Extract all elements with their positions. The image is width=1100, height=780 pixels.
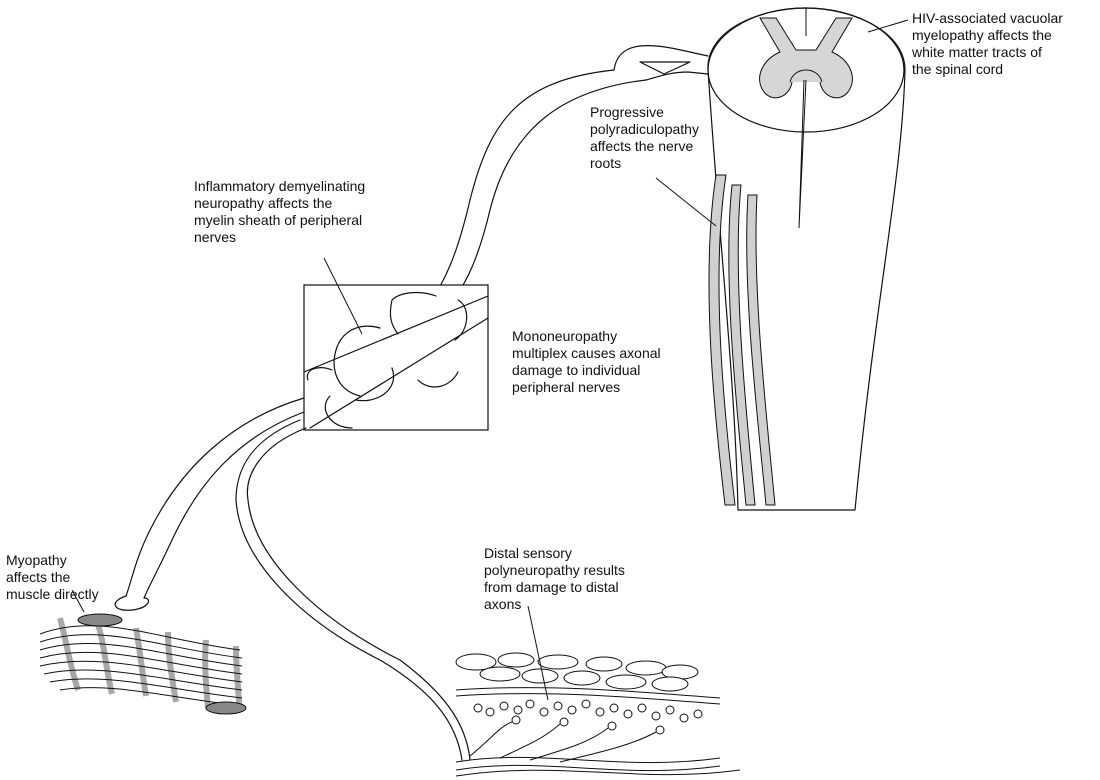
label-demyelinating-neuropathy: Inflammatory demyelinating neuropathy af… (194, 178, 404, 246)
leader-polyradiculopathy (656, 178, 716, 226)
label-polyradiculopathy: Progressive polyradiculopathy affects th… (590, 104, 720, 172)
myelin-inset (304, 285, 488, 430)
peripheral-nerve (432, 46, 708, 300)
skin-layers (456, 653, 740, 776)
label-distal-sensory-polyneuropathy: Distal sensory polyneuropathy results fr… (484, 545, 664, 613)
leader-distal-sensory (528, 606, 548, 700)
label-myopathy: Myopathy affects the muscle directly (6, 552, 126, 603)
label-vacuolar-myelopathy: HIV-associated vacuolar myelopathy affec… (912, 10, 1092, 78)
muscle-lesion-bottom (206, 702, 246, 714)
nerve-branches (115, 398, 470, 760)
muscle-tissue (40, 614, 246, 714)
nerve-roots (709, 175, 775, 505)
label-mononeuropathy-multiplex: Mononeuropathy multiplex causes axonal d… (512, 328, 692, 396)
muscle-lesion-top (78, 614, 122, 626)
